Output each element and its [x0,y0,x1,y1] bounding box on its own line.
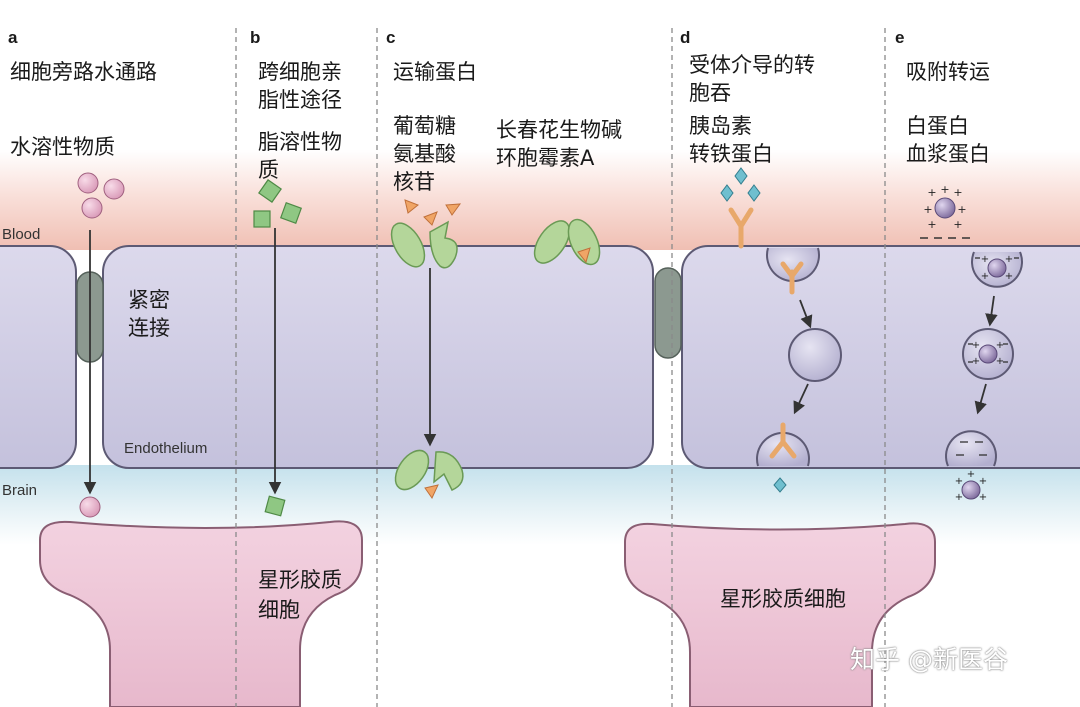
panel-c-efflux-2: 环胞霉素A [496,146,595,170]
receptor-in-vesicle [769,261,804,459]
svg-text:+: + [927,218,936,231]
svg-text:+: + [955,492,963,503]
astrocyte-label-right: 星形胶质细胞 [720,587,846,611]
svg-text:+: + [1005,254,1013,265]
panel-a-title: 细胞旁路水通路 [10,60,157,84]
panel-b-title-2: 脂性途径 [258,88,342,112]
panel-c-example-2: 氨基酸 [393,142,456,166]
svg-text:+: + [927,186,936,199]
svg-text:+: + [979,476,987,487]
panel-a-letter: a [8,28,18,47]
svg-text:+: + [981,254,989,265]
panel-b-title-1: 跨细胞亲 [258,60,342,84]
svg-text:+: + [953,218,962,231]
svg-text:+: + [996,340,1004,351]
efflux-transporter [533,218,601,266]
svg-text:+: + [996,356,1004,367]
panel-e-example-2: 血浆蛋白 [906,142,990,166]
svg-text:+: + [955,476,963,487]
cationic-protein-vesicles: + + + + + + + + + + + + + [955,254,1019,503]
adsorptive-arrow-1 [985,295,998,327]
adsorptive-arrow-2 [974,383,987,415]
panel-b-substance-1: 脂溶性物 [258,130,342,154]
panel-d-title-2: 胞吞 [689,81,731,105]
svg-text:+: + [972,340,980,351]
panel-b-substance-2: 质 [258,158,279,182]
svg-text:+: + [923,203,932,216]
astrocyte-label-left-1: 星形胶质 [258,568,342,592]
panel-e-example-1: 白蛋白 [906,114,969,138]
panel-d-example-2: 转铁蛋白 [689,142,773,166]
svg-text:+: + [972,356,980,367]
panel-a-substance: 水溶性物质 [10,135,115,159]
panel-c-title: 运输蛋白 [393,60,477,84]
panel-e-letter: e [895,28,905,47]
transporter-top [390,220,458,269]
astrocyte-label-left-2: 细胞 [258,598,300,622]
blood-label: Blood [2,226,41,243]
endothelium-label: Endothelium [124,440,208,457]
nutrient-triangles [404,199,462,499]
lipid-soluble-molecules [253,179,303,517]
blood-band [0,150,1080,250]
panel-d-letter: d [680,28,691,47]
transporter-bottom [394,449,464,491]
vesicles-e [945,251,1023,467]
water-soluble-molecules [77,172,125,518]
panel-c-letter: c [386,28,396,47]
svg-text:+: + [957,203,966,216]
panel-e-title: 吸附转运 [906,60,990,84]
svg-text:+: + [953,186,962,199]
panel-b-letter: b [250,28,261,47]
panel-c-efflux-1: 长春花生物碱 [496,118,622,142]
vesicle-arrow-1 [799,299,813,329]
panel-d-title-1: 受体介导的转 [689,53,815,77]
svg-text:+: + [940,183,949,196]
vesicles-d [756,247,842,467]
brain-label: Brain [2,482,38,499]
tight-junction-label-2: 连接 [128,316,170,340]
vesicle-arrow-2 [793,383,809,415]
panel-c-example-3: 核苷 [393,170,435,194]
panel-c-example-1: 葡萄糖 [393,114,456,138]
svg-text:+: + [1005,271,1013,282]
astrocyte-feet [39,520,936,707]
cationic-protein-blood: + + + + + + + [923,183,966,231]
svg-text:+: + [967,469,975,480]
svg-text:+: + [979,492,987,503]
tight-junction-label-1: 紧密 [128,288,170,312]
panel-d-example-1: 胰岛素 [689,114,752,138]
receptor-surface [728,207,754,249]
svg-text:+: + [981,271,989,282]
watermark: 知乎 @新医谷 [850,645,1008,674]
